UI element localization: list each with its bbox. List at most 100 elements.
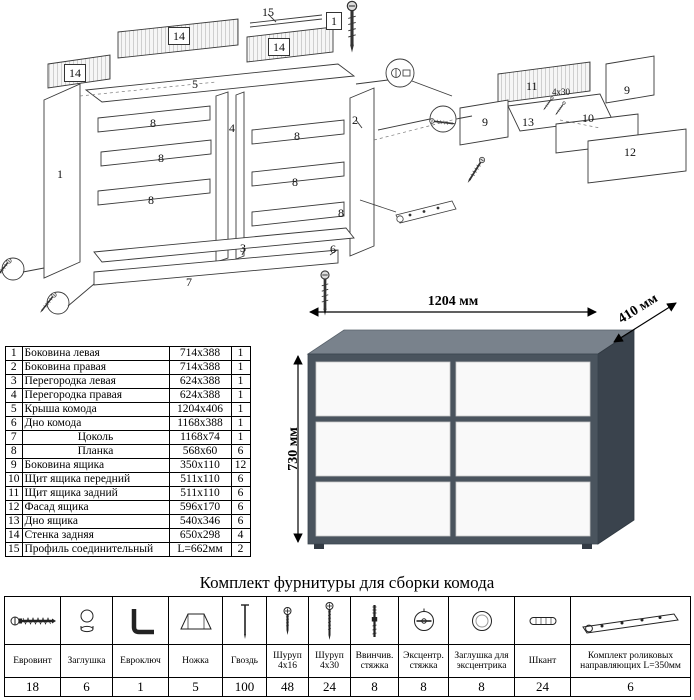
part-qty: 12 xyxy=(230,458,251,473)
part-size: 650х298 xyxy=(168,528,232,543)
part-qty: 6 xyxy=(230,514,251,529)
drawer-front xyxy=(455,361,591,417)
part-qty: 6 xyxy=(230,472,251,487)
part-callout-label: 3 xyxy=(240,241,246,255)
profile-15 xyxy=(249,14,323,24)
cabinet-panels xyxy=(43,14,375,286)
drawer-side-9 xyxy=(605,55,655,104)
part-callout-label: 4 xyxy=(229,121,235,135)
hardware-icons-row xyxy=(4,596,691,645)
hardware-item-qty: 1 xyxy=(112,677,169,697)
hardware-item-name: Ножка xyxy=(168,644,223,678)
divider-3 xyxy=(235,91,245,260)
part-callout-label: 9 xyxy=(482,115,488,129)
drawer-back-11 xyxy=(497,61,591,104)
part-size: L=662мм xyxy=(168,542,232,557)
dimension-width-label: 1204 мм xyxy=(428,294,479,309)
part-callout-label: 4х30 xyxy=(552,87,570,97)
right-side-2 xyxy=(349,87,375,257)
part-size: 596х170 xyxy=(168,500,232,515)
dowel-icon xyxy=(514,596,571,645)
part-num: 8 xyxy=(5,444,23,459)
part-size: 511х110 xyxy=(168,486,232,501)
part-callout-label: 10 xyxy=(582,111,594,125)
part-qty: 6 xyxy=(230,500,251,515)
part-name: Профиль соединительный xyxy=(21,542,170,557)
hardware-item-name: Заглушка для эксцентрика xyxy=(448,644,515,678)
part-callout-label: 8 xyxy=(150,116,156,130)
part-num: 9 xyxy=(5,458,23,473)
hardware-item-name: Шкант xyxy=(514,644,571,678)
part-callout-label: 8 xyxy=(292,175,298,189)
hardware-item-name: Гвоздь xyxy=(222,644,267,678)
plank-8 xyxy=(97,178,211,206)
part-size: 350х110 xyxy=(168,458,232,473)
part-name: Щит ящика задний xyxy=(21,486,170,501)
callout-circles xyxy=(1,13,473,315)
hardware-item-name: Шуруп 4х30 xyxy=(308,644,351,678)
part-num: 11 xyxy=(5,486,23,501)
dimension-width: 1204 мм xyxy=(309,294,597,317)
part-size: 1204х406 xyxy=(168,402,232,417)
drawer-front xyxy=(315,361,451,417)
part-callout-label: 14 xyxy=(64,64,86,82)
part-qty: 6 xyxy=(230,444,251,459)
cam-detail-callout xyxy=(385,58,415,88)
drawer-side-9 xyxy=(459,99,509,146)
part-callout-label: 2 xyxy=(352,113,358,127)
screw-4x16-icon xyxy=(266,596,309,645)
part-callout-label: 8 xyxy=(148,193,154,207)
hardware-item-name: Евроключ xyxy=(112,644,169,678)
construction-lines xyxy=(79,81,601,141)
hardware-item-qty: 48 xyxy=(266,677,309,697)
part-num: 13 xyxy=(5,514,23,529)
hardware-item-name: Евровинт xyxy=(4,644,61,678)
dresser-render: 1204 мм 410 мм 730 мм xyxy=(288,292,677,549)
hardware-item-name: Ввинчив. стяжка xyxy=(350,644,399,678)
part-callout-label: 15 xyxy=(262,5,274,19)
dimension-height: 730 мм xyxy=(288,355,303,543)
hardware-kit-title: Комплект фурнитуры для сборки комода xyxy=(199,573,495,592)
part-name: Щит ящика передний xyxy=(21,472,170,487)
part-num: 14 xyxy=(5,528,23,543)
drawer-fronts xyxy=(315,361,591,537)
part-size: 1168х74 xyxy=(168,430,232,445)
part-num: 1 xyxy=(5,346,23,361)
hardware-kit-table: Евровинт Заглушка Евроключ Ножка Гвоздь … xyxy=(4,596,691,697)
dresser-side-face xyxy=(597,329,635,545)
plinth-7 xyxy=(93,249,339,286)
part-callout-label: 12 xyxy=(624,145,636,159)
part-num: 4 xyxy=(5,388,23,403)
part-name: Дно комода xyxy=(21,416,170,431)
part-num: 2 xyxy=(5,360,23,375)
part-qty: 6 xyxy=(230,486,251,501)
leg-icon xyxy=(168,596,223,645)
part-name: Дно ящика xyxy=(21,514,170,529)
part-size: 624х388 xyxy=(168,388,232,403)
hardware-names-row: Евровинт Заглушка Евроключ Ножка Гвоздь … xyxy=(4,644,691,678)
cam-lock-icon xyxy=(398,596,449,645)
part-size: 568х60 xyxy=(168,444,232,459)
plank-8 xyxy=(251,161,345,187)
part-name: Планка xyxy=(21,444,170,459)
hardware-item-qty: 8 xyxy=(448,677,515,697)
plug-icon xyxy=(60,596,113,645)
hardware-item-qty: 18 xyxy=(4,677,61,697)
euroscrew-icon xyxy=(4,596,61,645)
hardware-item-qty: 5 xyxy=(168,677,223,697)
hardware-item-name: Заглушка xyxy=(60,644,113,678)
drawer-slide-icon xyxy=(570,596,691,645)
screw-4x30-icon xyxy=(308,596,351,645)
